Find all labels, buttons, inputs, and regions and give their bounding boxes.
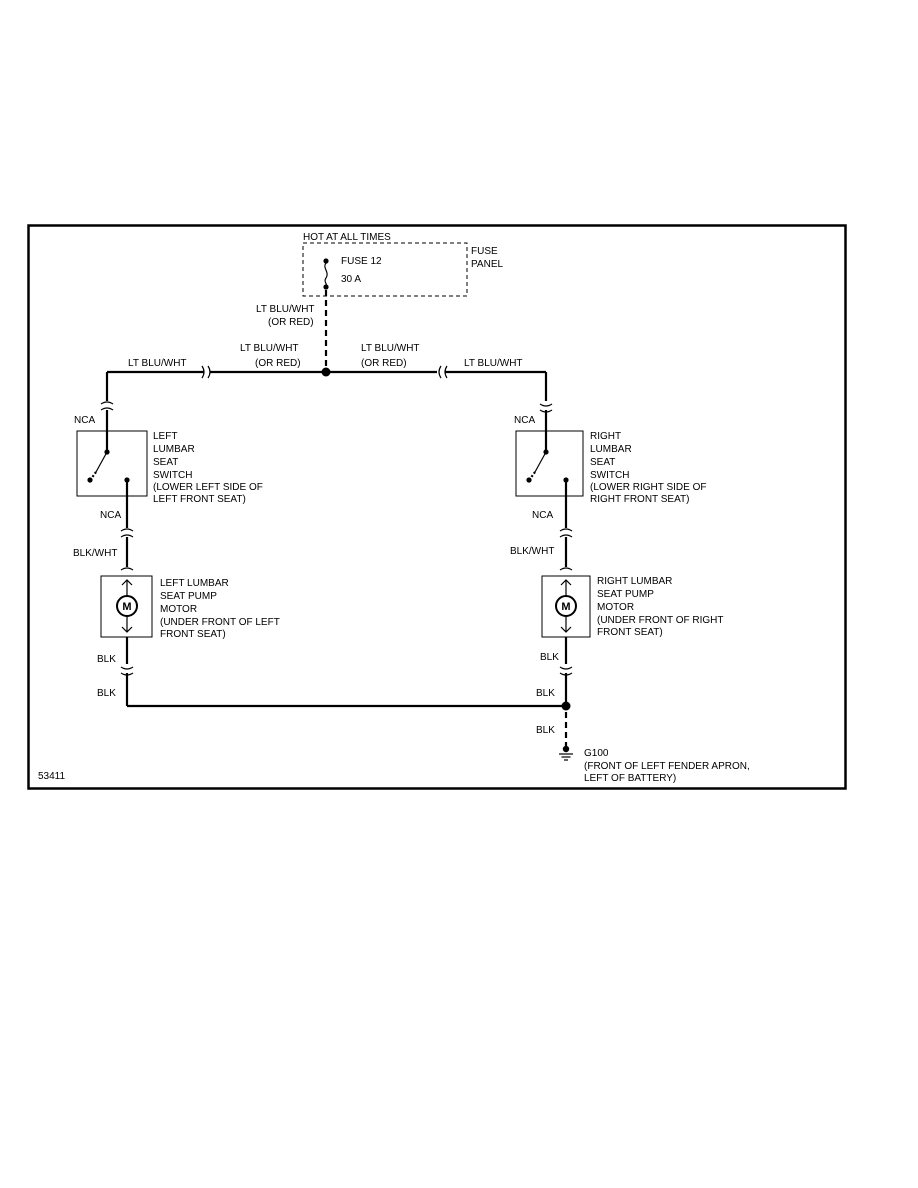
left-nca-top-connector-icon xyxy=(100,401,114,411)
svg-text:SEAT PUMP: SEAT PUMP xyxy=(160,591,217,602)
ground-label: G100 (FRONT OF LEFT FENDER APRON, LEFT O… xyxy=(584,748,750,784)
svg-text:(LOWER RIGHT SIDE OF: (LOWER RIGHT SIDE OF xyxy=(590,482,707,493)
svg-text:MOTOR: MOTOR xyxy=(597,602,634,613)
diagram-id-label: 53411 xyxy=(38,771,66,782)
right-blk-label-1: BLK xyxy=(540,652,559,663)
svg-text:G100: G100 xyxy=(584,748,609,759)
left-wire-mid-label: LT BLU/WHT xyxy=(240,343,299,354)
fuse-panel-box xyxy=(302,242,468,297)
svg-text:LUMBAR: LUMBAR xyxy=(153,444,195,455)
ground-splice-dot xyxy=(561,701,571,711)
svg-text:SWITCH: SWITCH xyxy=(590,470,629,481)
fuse-rating-label: 30 A xyxy=(341,274,361,285)
ground-icon xyxy=(559,745,573,761)
svg-text:LEFT FRONT SEAT): LEFT FRONT SEAT) xyxy=(153,494,246,505)
svg-text:SWITCH: SWITCH xyxy=(153,470,192,481)
fuse-panel-label: FUSE xyxy=(471,246,498,257)
svg-text:MOTOR: MOTOR xyxy=(160,604,197,615)
right-nca-bottom-label: NCA xyxy=(532,510,553,521)
svg-text:LEFT: LEFT xyxy=(153,431,177,442)
svg-text:FRONT SEAT): FRONT SEAT) xyxy=(160,629,226,640)
right-wire-mid-label: LT BLU/WHT xyxy=(361,343,420,354)
hot-at-all-times-label: HOT AT ALL TIMES xyxy=(303,232,391,243)
right-switch-label: RIGHT LUMBAR SEAT SWITCH (LOWER RIGHT SI… xyxy=(590,431,707,505)
svg-text:LEFT OF BATTERY): LEFT OF BATTERY) xyxy=(584,773,676,784)
svg-text:(UNDER FRONT OF LEFT: (UNDER FRONT OF LEFT xyxy=(160,617,280,628)
feed-wire-label: LT BLU/WHT xyxy=(256,304,315,315)
left-blk-label-2: BLK xyxy=(97,688,116,699)
left-switch-icon xyxy=(87,431,130,483)
fuse-panel-label-2: PANEL xyxy=(471,259,503,270)
splice-dot xyxy=(321,367,331,377)
svg-text:(LOWER LEFT SIDE OF: (LOWER LEFT SIDE OF xyxy=(153,482,263,493)
right-blkwht-label: BLK/WHT xyxy=(510,546,554,557)
right-motor-icon: M xyxy=(555,579,577,633)
svg-text:RIGHT LUMBAR: RIGHT LUMBAR xyxy=(597,576,672,587)
right-switch-box xyxy=(515,430,584,497)
right-blk-label-2: BLK xyxy=(536,688,555,699)
svg-text:SEAT: SEAT xyxy=(590,457,615,468)
left-nca-bottom-label: NCA xyxy=(100,510,121,521)
left-wire-outer-label: LT BLU/WHT xyxy=(128,358,187,369)
svg-text:LUMBAR: LUMBAR xyxy=(590,444,632,455)
svg-text:SEAT: SEAT xyxy=(153,457,178,468)
left-nca-top-label: NCA xyxy=(74,415,95,426)
svg-text:M: M xyxy=(561,601,570,613)
left-switch-label: LEFT LUMBAR SEAT SWITCH (LOWER LEFT SIDE… xyxy=(153,431,263,505)
right-motor-label: RIGHT LUMBAR SEAT PUMP MOTOR (UNDER FRON… xyxy=(597,576,723,638)
svg-text:RIGHT FRONT SEAT): RIGHT FRONT SEAT) xyxy=(590,494,689,505)
right-nca-top-label: NCA xyxy=(514,415,535,426)
svg-text:M: M xyxy=(122,601,131,613)
fuse-name-label: FUSE 12 xyxy=(341,256,382,267)
left-nca-bottom-connector-icon xyxy=(120,528,134,538)
svg-text:SEAT PUMP: SEAT PUMP xyxy=(597,589,654,600)
right-nca-bottom-connector-icon xyxy=(559,528,573,538)
left-motor-top-connector-icon xyxy=(120,567,134,571)
svg-text:RIGHT: RIGHT xyxy=(590,431,621,442)
left-wire-mid-label-2: (OR RED) xyxy=(255,358,301,369)
left-blk-label-1: BLK xyxy=(97,654,116,665)
left-motor-label: LEFT LUMBAR SEAT PUMP MOTOR (UNDER FRONT… xyxy=(160,578,280,640)
fuse-icon xyxy=(323,258,329,290)
left-blkwht-label: BLK/WHT xyxy=(73,548,117,559)
svg-text:(UNDER FRONT OF RIGHT: (UNDER FRONT OF RIGHT xyxy=(597,615,723,626)
right-wire-mid-label-2: (OR RED) xyxy=(361,358,407,369)
svg-text:LEFT LUMBAR: LEFT LUMBAR xyxy=(160,578,229,589)
right-motor-top-connector-icon xyxy=(559,567,573,571)
right-switch-icon xyxy=(526,431,569,483)
diagram-border xyxy=(27,224,847,790)
right-blk-label-3: BLK xyxy=(536,725,555,736)
svg-text:FRONT SEAT): FRONT SEAT) xyxy=(597,627,663,638)
left-switch-box xyxy=(76,430,148,497)
right-wire-outer-label: LT BLU/WHT xyxy=(464,358,523,369)
feed-wire-label-2: (OR RED) xyxy=(268,317,314,328)
svg-text:(FRONT OF LEFT FENDER APRON,: (FRONT OF LEFT FENDER APRON, xyxy=(584,761,750,772)
left-motor-icon: M xyxy=(116,579,138,633)
